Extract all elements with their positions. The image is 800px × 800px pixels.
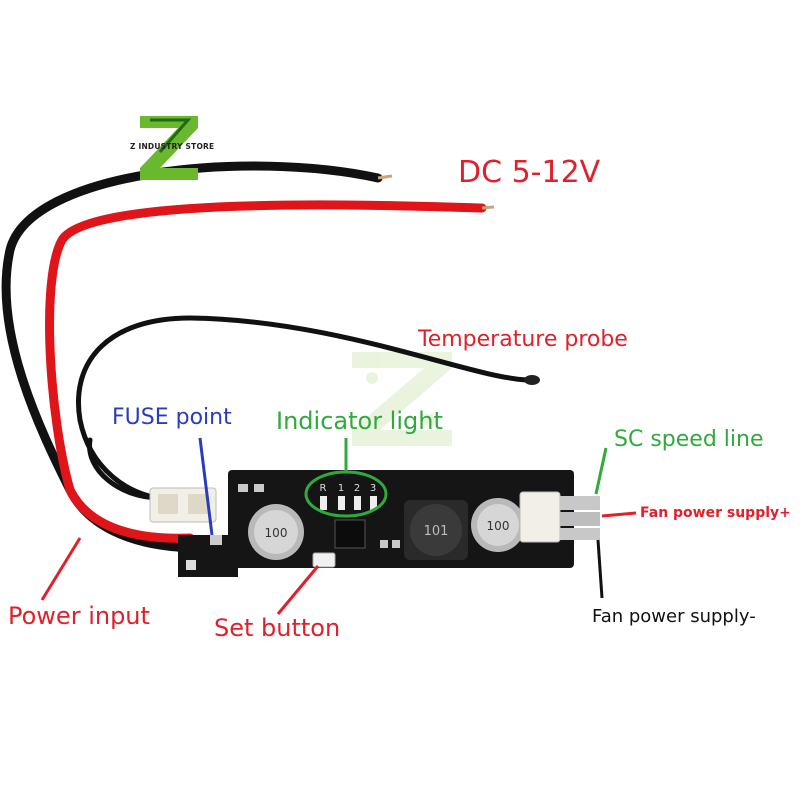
set-button-pointer [276,565,320,615]
probe-wire [76,315,531,501]
led-mark-2: 2 [354,483,360,494]
fan-power-minus-label: Fan power supply- [592,606,756,627]
ic-chip [334,519,366,549]
led-2 [354,496,361,510]
probe-wire-2 [87,437,163,501]
red-power-wire [45,200,487,543]
pcb-board [149,470,600,577]
fuse-pad [210,535,222,545]
power-input-label: Power input [8,602,150,630]
voltage-heading: DC 5-12V [458,155,601,190]
fan-power-plus-label: Fan power supply+ [640,505,791,521]
led-mark-r: R [320,483,327,494]
temperature-probe-label: Temperature probe [418,327,628,352]
inductor-mark: 101 [424,524,449,539]
z-industry-logo [140,116,198,180]
fan-connector [519,491,561,543]
led-mark-3: 3 [370,483,376,494]
indicator-light-label: Indicator light [276,407,443,435]
sc-pointer [594,447,608,495]
led-r [320,496,327,510]
cap-right-mark: 100 [487,519,510,533]
set-button-label: Set button [214,614,341,642]
sc-speed-line-label: SC speed line [614,427,764,452]
thermistor-tip [524,375,540,385]
logo-brand-text: Z INDUSTRY STORE [130,142,215,151]
led-3 [370,496,377,510]
led-1 [338,496,345,510]
led-mark-1: 1 [338,483,344,494]
z-watermark [352,352,452,446]
fuse-pointer [198,437,214,536]
cap-left-mark: 100 [265,526,288,540]
fan-plus-pointer [601,511,637,518]
power-input-pointer [40,537,82,601]
wire-tip-red [481,205,495,210]
wire-tip-black [377,174,393,180]
fan-minus-pointer [596,539,604,599]
fuse-point-label: FUSE point [112,405,232,430]
set-button[interactable] [312,552,336,568]
